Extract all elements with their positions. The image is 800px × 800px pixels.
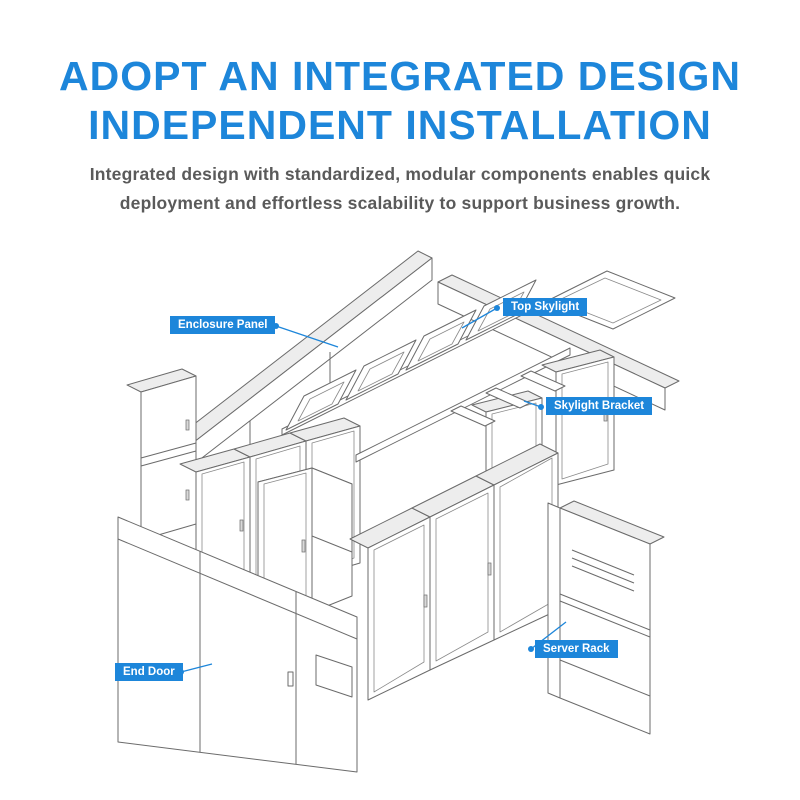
callout-server-rack: Server Rack [535, 640, 618, 658]
door-lock [287, 671, 294, 687]
door-window [315, 654, 353, 698]
callout-skylight-bracket-label: Skylight Bracket [554, 400, 645, 412]
front-rack-row [349, 443, 559, 701]
callout-end-door: End Door [115, 663, 183, 681]
callout-skylight-bracket: Skylight Bracket [546, 397, 653, 415]
callout-dot-top-skylight [494, 305, 500, 311]
page-subtitle: Integrated design with standardized, mod… [0, 160, 800, 218]
callout-enclosure-panel-label: Enclosure Panel [178, 319, 268, 331]
title-line-2: INDEPENDENT INSTALLATION [88, 102, 712, 148]
page-title: ADOPT AN INTEGRATED DESIGN INDEPENDENT I… [0, 52, 800, 150]
left-end-cabinet [126, 368, 197, 541]
skylight-brackets [450, 370, 566, 427]
callout-leaders [178, 305, 567, 675]
subtitle-line-2: deployment and effortless scalability to… [119, 193, 681, 213]
end-door-assembly [117, 516, 358, 773]
title-line-1: ADOPT AN INTEGRATED DESIGN [58, 53, 742, 99]
callout-top-skylight-label: Top Skylight [511, 301, 580, 313]
callout-dot-skylight-bracket [538, 404, 544, 410]
callout-dot-server-rack [528, 646, 534, 652]
callout-end-door-label: End Door [123, 666, 175, 678]
callout-enclosure-panel: Enclosure Panel [170, 316, 276, 334]
callout-top-skylight: Top Skylight [503, 298, 588, 316]
subtitle-line-1: Integrated design with standardized, mod… [89, 164, 711, 184]
server-rack-unit [547, 500, 665, 735]
callout-server-rack-label: Server Rack [543, 643, 610, 655]
